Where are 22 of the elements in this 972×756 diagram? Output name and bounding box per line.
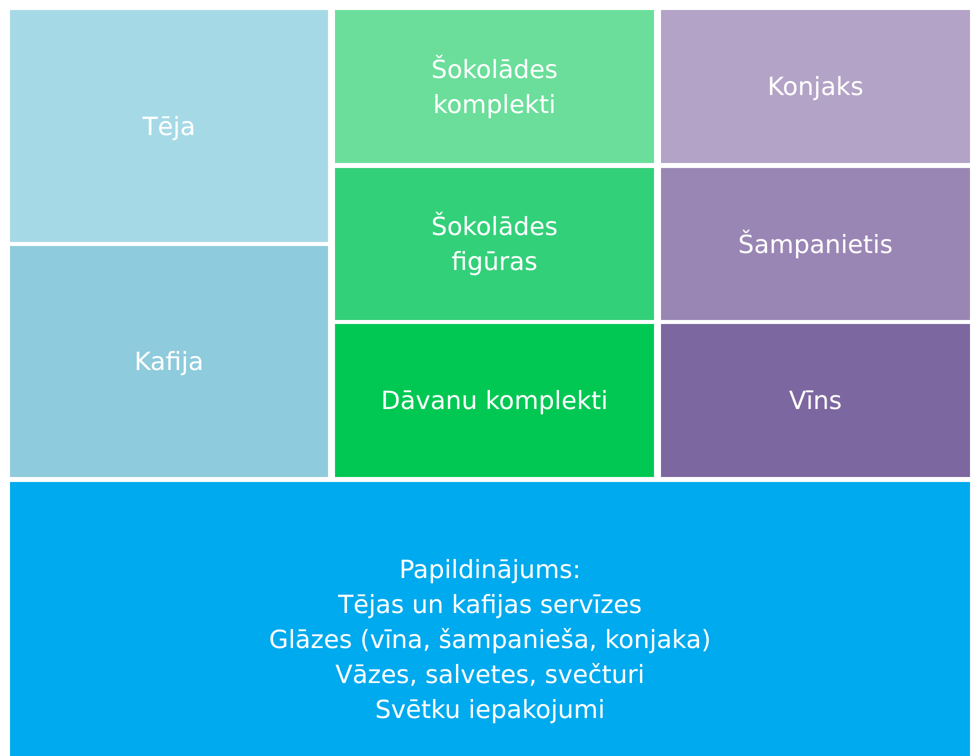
category-label: Dāvanu komplekti <box>381 385 608 417</box>
category-label: Šokolādes komplekti <box>430 54 559 120</box>
category-tile <box>335 10 654 163</box>
category-tile <box>661 10 970 163</box>
list-text: Vāzes, salvetes, svečturi <box>335 658 645 690</box>
category-label: Konjaks <box>767 71 864 103</box>
category-tile <box>661 324 970 477</box>
category-label: Šokolādes figūras <box>430 210 559 278</box>
category-label: Kafija <box>134 346 204 378</box>
list-text: Svētku iepakojumi <box>375 694 605 726</box>
category-tile <box>10 246 328 477</box>
category-tile <box>661 168 970 320</box>
category-label: Šampanietis <box>738 228 893 260</box>
list-text: Papildinājums: <box>399 554 581 586</box>
category-label: Vīns <box>789 385 842 417</box>
category-tile <box>335 168 654 320</box>
list-text: Glāzes (vīna, šampanieša, konjaka) <box>268 624 712 656</box>
list-text: Tējas un kafijas servīzes <box>338 588 642 620</box>
category-label: Tēja <box>142 110 196 142</box>
category-tile <box>10 10 328 242</box>
category-tile <box>10 482 970 756</box>
category-tile <box>335 324 654 477</box>
